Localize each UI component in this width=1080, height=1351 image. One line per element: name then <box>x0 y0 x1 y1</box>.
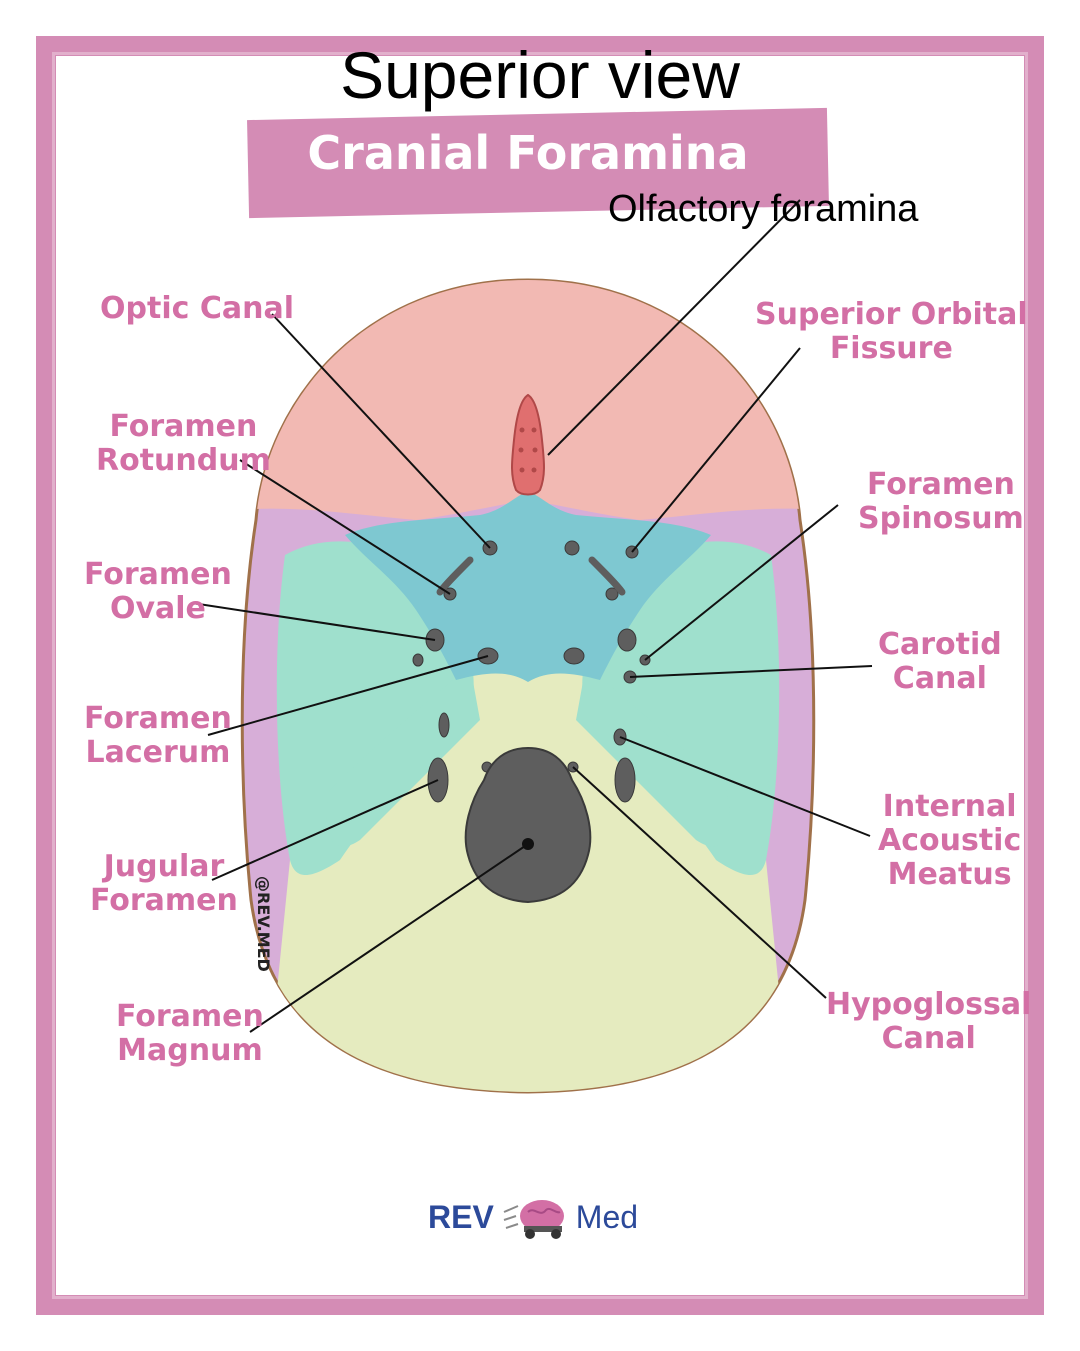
foramen-magnum <box>464 746 592 904</box>
pointer-foramen-lacerum <box>207 655 489 736</box>
jugular-foramen-right <box>614 757 636 803</box>
internal-acoustic-left <box>438 712 450 738</box>
label-internal-acoustic-meatus: Internal Acoustic Meatus <box>878 789 1022 892</box>
brain-car-icon <box>503 1200 564 1239</box>
foramen-lacerum-right <box>563 647 585 665</box>
olfactory-label: Olfactory foramina <box>608 188 919 230</box>
foramen-ovale-right <box>617 628 637 652</box>
pointer-foramen-rotundum <box>239 459 451 595</box>
banner-title: Cranial Foramina <box>307 126 749 180</box>
label-carotid-canal: Carotid Canal <box>878 627 1002 696</box>
pointer-olfactory <box>547 199 801 456</box>
pointer-optic-canal <box>271 313 491 549</box>
label-hypoglossal-canal: Hypoglossal Canal <box>826 987 1032 1056</box>
petrous-ridge-left <box>326 665 480 847</box>
watermark: @REV.MED <box>254 876 273 972</box>
page-inner-border <box>52 52 1028 1299</box>
label-foramen-rotundum: Foramen Rotundum <box>96 409 271 478</box>
middle-fossa-right <box>582 541 780 875</box>
logo-rev-text: REV <box>428 1199 494 1235</box>
revmed-logo: REV Med <box>428 1192 638 1242</box>
foramen-spinosum-left <box>412 653 424 667</box>
superior-orbital-fissure-left <box>436 556 474 596</box>
pointer-hypoglossal-canal <box>572 766 827 999</box>
pointer-jugular-foramen <box>211 779 439 881</box>
foramen-rotundum-right <box>605 587 619 601</box>
pointer-foramen-ovale <box>191 602 436 641</box>
label-jugular-foramen: Jugular Foramen <box>90 849 238 918</box>
middle-fossa-left <box>276 541 474 875</box>
optic-canal-right <box>564 540 580 556</box>
page-title: Superior view <box>340 38 740 112</box>
label-foramen-ovale: Foramen Ovale <box>84 557 232 626</box>
pointer-carotid-canal <box>629 665 873 678</box>
label-optic-canal: Optic Canal <box>100 291 294 326</box>
page-border <box>36 36 1044 1315</box>
label-foramen-lacerum: Foramen Lacerum <box>84 701 232 770</box>
pointer-foramen-magnum <box>249 843 529 1033</box>
petrous-ridge-right <box>576 665 730 847</box>
superior-orbital-fissure-right <box>588 556 626 596</box>
label-foramen-spinosum: Foramen Spinosum <box>858 467 1024 536</box>
logo-med-text: Med <box>575 1199 639 1235</box>
pointer-superior-orbital-fissure <box>631 347 801 553</box>
pointer-foramen-spinosum <box>644 504 839 661</box>
pointer-internal-acoustic-meatus <box>619 736 871 837</box>
label-foramen-magnum: Foramen Magnum <box>116 999 264 1068</box>
label-superior-orbital-fissure: Superior Orbital Fissure <box>755 297 1028 366</box>
